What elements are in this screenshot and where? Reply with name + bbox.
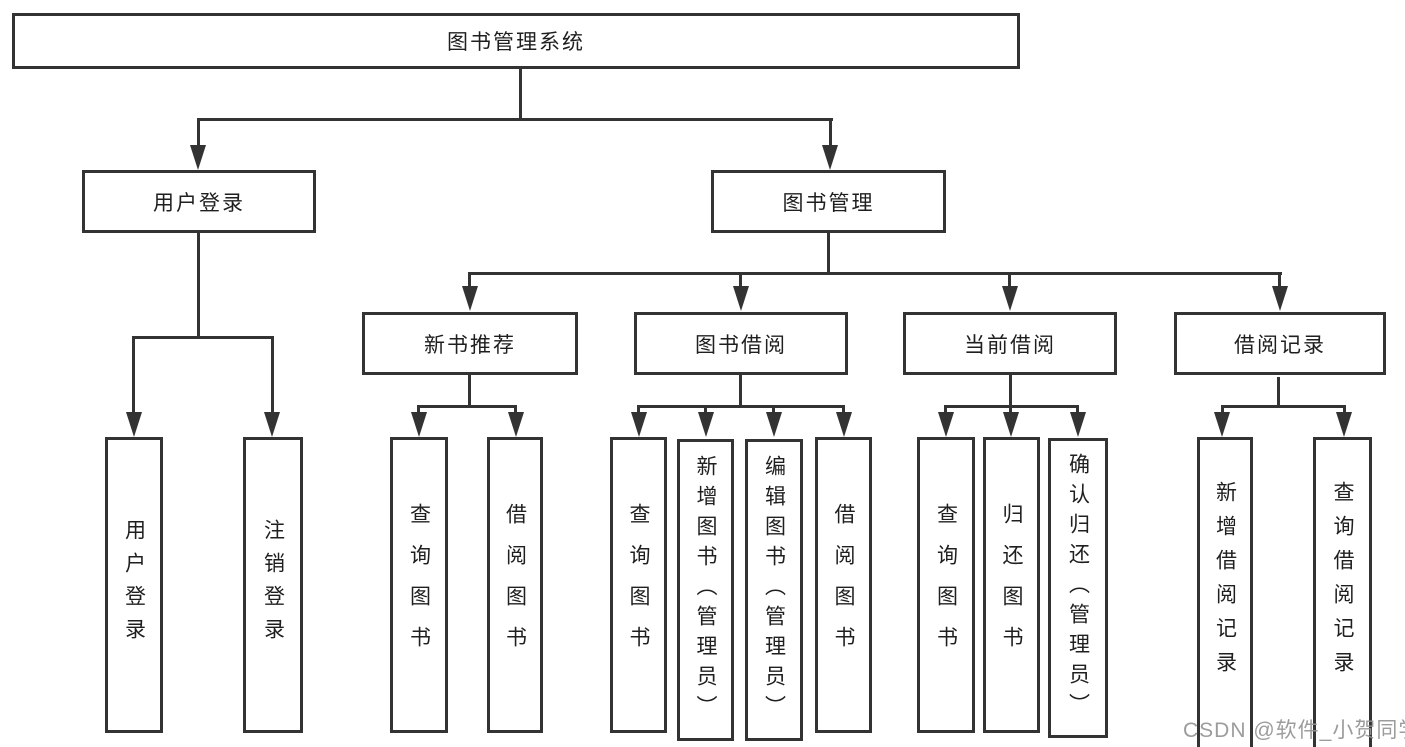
leaf-confirm-return-admin: 确认归还（管理员）: [1048, 438, 1108, 738]
arrowhead-down-query-borrow-record: [1336, 412, 1352, 437]
node-user-login-label: 用户登录: [153, 191, 245, 215]
arrowhead-down-return-books: [1003, 412, 1019, 437]
leaf-borrow-books-2-label: 借阅图书: [832, 503, 855, 667]
leaf-confirm-return-admin-label: 确认归还（管理员）: [1066, 453, 1090, 723]
arrowhead-down-borrow-books-2: [836, 412, 852, 437]
leaf-add-books-admin-label: 新增图书（管理员）: [694, 455, 717, 725]
leaf-query-books-1: 查询图书: [390, 437, 448, 733]
arrowhead-down-new-book-recommend: [462, 286, 478, 311]
connector-book-management-stub: [827, 233, 830, 272]
leaf-return-books: 归还图书: [983, 437, 1040, 733]
connector-stem-query-books-1: [417, 405, 420, 415]
node-book-borrow-label: 图书借阅: [695, 333, 787, 357]
connector-stem-add-borrow-record: [1221, 405, 1224, 415]
arrowhead-down-current-borrow: [1002, 286, 1018, 311]
node-book-borrow: 图书借阅: [634, 312, 848, 375]
node-root-label: 图书管理系统: [447, 31, 585, 54]
connector-new-book-recommend-stub: [468, 375, 471, 405]
arrowhead-down-borrow-records: [1272, 286, 1288, 311]
arrowhead-down-book-borrow: [733, 286, 749, 311]
leaf-edit-books-admin: 编辑图书（管理员）: [745, 439, 803, 741]
arrowhead-down-leaf-logout: [264, 412, 280, 437]
connector-borrow-records-stub: [1277, 377, 1280, 405]
node-new-book-recommend-label: 新书推荐: [424, 333, 516, 357]
connector-root-hline: [197, 118, 833, 121]
connector-stem-add-books: [704, 405, 707, 415]
connector-stem-borrow-books-1: [514, 405, 517, 415]
connector-to-new-book-recommend: [468, 272, 471, 288]
connector-stem-borrow-books-2: [842, 405, 845, 415]
leaf-add-borrow-record: 新增借阅记录: [1197, 437, 1253, 747]
leaf-query-books-1-label: 查询图书: [407, 503, 431, 667]
leaf-return-books-label: 归还图书: [1000, 503, 1023, 667]
leaf-query-books-3: 查询图书: [917, 437, 975, 733]
connector-new-book-recommend-hline: [418, 405, 517, 408]
connector-current-borrow-stub: [1009, 375, 1012, 405]
arrowhead-down-query-books-1: [411, 412, 427, 437]
connector-stem-edit-books: [772, 405, 775, 415]
connector-root-to-user-login: [197, 118, 200, 147]
arrowhead-down-edit-books: [766, 412, 782, 437]
leaf-query-books-3-label: 查询图书: [934, 503, 958, 667]
node-book-management-label: 图书管理: [782, 191, 875, 215]
connector-to-leaf-logout: [271, 336, 274, 414]
connector-book-borrow-hline: [637, 405, 845, 408]
connector-to-leaf-user-login: [132, 336, 135, 414]
watermark-text: CSDN @软件_小贺同学: [1183, 719, 1405, 742]
connector-borrow-records-hline: [1221, 405, 1346, 408]
leaf-edit-books-admin-label: 编辑图书（管理员）: [762, 455, 786, 725]
leaf-query-borrow-record-label: 查询借阅记录: [1331, 481, 1354, 685]
node-borrow-records: 借阅记录: [1174, 312, 1386, 375]
leaf-query-books-2: 查询图书: [610, 437, 667, 733]
arrowhead-down-book-management: [822, 145, 838, 170]
arrowhead-down-leaf-user-login: [126, 412, 142, 437]
connector-to-book-borrow: [739, 272, 742, 288]
node-new-book-recommend: 新书推荐: [362, 312, 578, 375]
leaf-user-login-label: 用户登录: [122, 519, 146, 651]
node-current-borrow-label: 当前借阅: [964, 333, 1056, 357]
leaf-user-login: 用户登录: [105, 437, 163, 733]
leaf-add-books-admin: 新增图书（管理员）: [677, 439, 734, 741]
connector-to-borrow-records: [1278, 272, 1281, 288]
connector-user-login-hline: [132, 336, 274, 339]
leaf-logout-label: 注销登录: [261, 519, 285, 651]
connector-stem-query-books-2: [637, 405, 640, 415]
arrowhead-down-borrow-books-1: [508, 412, 524, 437]
arrowhead-down-user-login: [190, 145, 206, 170]
arrowhead-down-add-books: [698, 412, 714, 437]
connector-current-borrow-hline: [945, 405, 1079, 408]
leaf-borrow-books-1: 借阅图书: [487, 437, 543, 733]
node-book-management: 图书管理: [711, 170, 946, 233]
node-user-login: 用户登录: [82, 170, 316, 233]
leaf-query-books-2-label: 查询图书: [627, 503, 650, 667]
leaf-add-borrow-record-label: 新增借阅记录: [1213, 481, 1237, 685]
connector-stem-confirm-return: [1076, 405, 1079, 415]
leaf-logout: 注销登录: [243, 437, 303, 733]
arrowhead-down-query-books-2: [631, 412, 647, 437]
connector-stem-query-books-3: [944, 405, 947, 415]
arrowhead-down-confirm-return: [1070, 412, 1086, 437]
node-current-borrow: 当前借阅: [903, 312, 1117, 375]
leaf-borrow-books-1-label: 借阅图书: [503, 503, 527, 667]
connector-to-current-borrow: [1008, 272, 1011, 288]
arrowhead-down-add-borrow-record: [1214, 412, 1230, 437]
arrowhead-down-query-books-3: [938, 412, 954, 437]
leaf-query-borrow-record: 查询借阅记录: [1313, 437, 1372, 747]
connector-root-stub: [519, 69, 522, 118]
connector-stem-return-books: [1009, 405, 1012, 415]
connector-root-to-book-management: [829, 118, 832, 147]
connector-user-login-stub: [197, 233, 200, 336]
leaf-borrow-books-2: 借阅图书: [815, 437, 872, 733]
connector-book-management-hline: [468, 272, 1282, 275]
node-root: 图书管理系统: [12, 13, 1020, 69]
connector-stem-query-borrow-record: [1343, 405, 1346, 415]
connector-book-borrow-stub: [739, 375, 742, 405]
node-borrow-records-label: 借阅记录: [1234, 333, 1326, 357]
